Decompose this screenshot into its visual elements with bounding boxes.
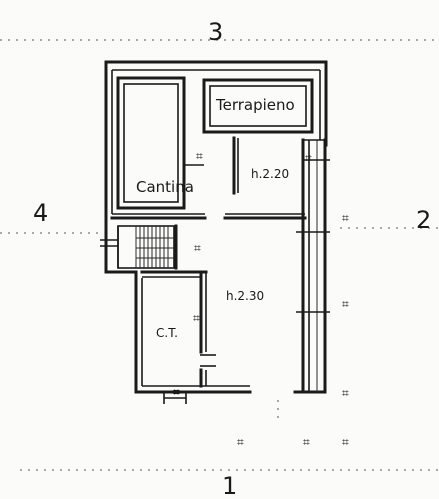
openings <box>163 159 330 404</box>
pillar-icon: ⌗ <box>193 311 200 325</box>
stair-icon <box>100 225 175 269</box>
cantina-label: Cantina <box>136 178 194 196</box>
outer-walls <box>104 60 328 394</box>
pillar-icon: ⌗ <box>194 241 201 255</box>
partition-walls <box>110 136 307 388</box>
pillar-icon: ⌗ <box>173 385 180 399</box>
pillar-icon: ⌗ <box>342 297 349 311</box>
orientation-east: 2 <box>416 206 431 234</box>
pillar-icons: ⌗ ⌗ ⌗ ⌗ ⌗ ⌗ ⌗ ⌗ ⌗ ⌗ ⌗ <box>173 149 349 449</box>
pillar-icon: ⌗ <box>342 435 349 449</box>
terrapieno-box <box>202 78 314 134</box>
orientation-north: 3 <box>208 18 223 46</box>
paper-texture <box>0 39 439 471</box>
pillar-icon: ⌗ <box>196 149 203 163</box>
orientation-south: 1 <box>222 472 237 499</box>
heating-room-label: C.T. <box>156 326 178 340</box>
terrapieno-label: Terrapieno <box>215 96 295 114</box>
pillar-icon: ⌗ <box>237 435 244 449</box>
pillar-icon: ⌗ <box>342 211 349 225</box>
orientation-west: 4 <box>33 199 48 227</box>
pillar-icon: ⌗ <box>342 386 349 400</box>
pillar-icon: ⌗ <box>303 435 310 449</box>
cantina-area <box>116 76 204 210</box>
height-upper-label: h.2.20 <box>251 167 289 181</box>
pillar-icon: ⌗ <box>305 151 312 165</box>
height-lower-label: h.2.30 <box>226 289 264 303</box>
